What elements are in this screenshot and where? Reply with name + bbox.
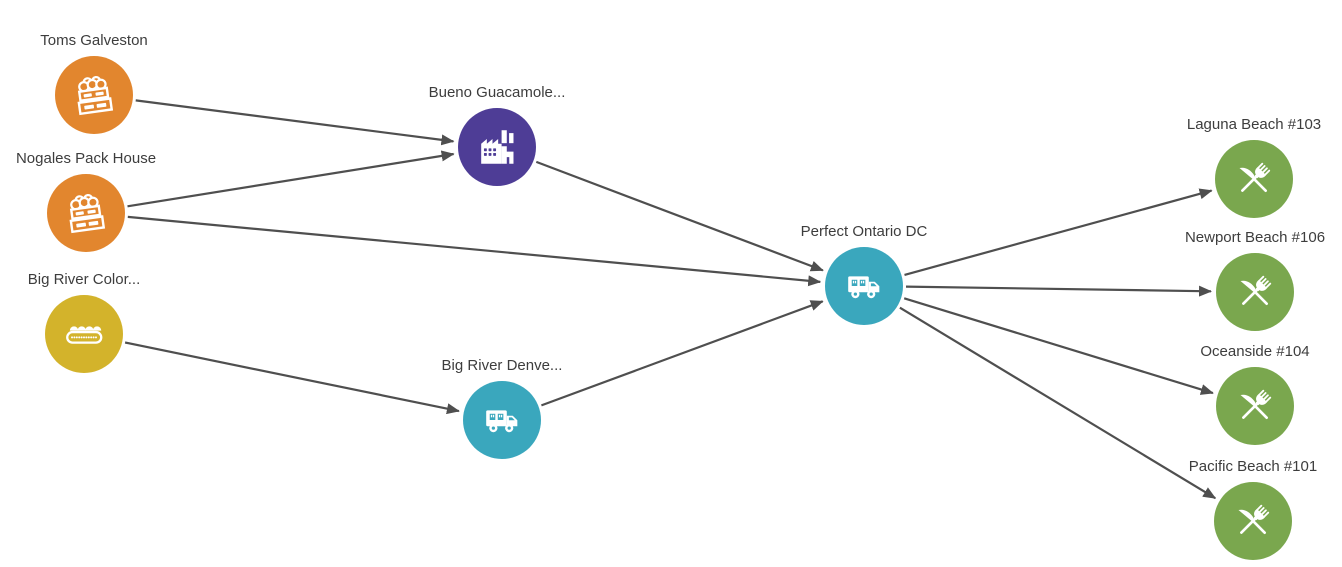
edge-nogales-pack-house-to-bueno-guacamole (127, 150, 455, 208)
conveyor-icon (61, 311, 107, 357)
restaurant-icon (1232, 383, 1278, 429)
edge-toms-galveston-to-bueno-guacamole (135, 99, 455, 146)
node-circle-big-river-color[interactable] (45, 295, 123, 373)
edge-perfect-ontario-dc-to-laguna-beach-103 (904, 188, 1213, 276)
node-label-laguna-beach-103: Laguna Beach #103 (1186, 116, 1322, 133)
node-circle-toms-galveston[interactable] (55, 56, 133, 134)
node-label-nogales-pack-house: Nogales Pack House (15, 150, 157, 167)
truck-icon (479, 397, 525, 443)
node-circle-newport-beach-106[interactable] (1216, 253, 1294, 331)
edge-big-river-denver-to-perfect-ontario-dc (541, 300, 824, 407)
edge-perfect-ontario-dc-to-pacific-beach-101 (899, 306, 1217, 500)
node-label-newport-beach-106: Newport Beach #106 (1184, 229, 1326, 246)
factory-icon (474, 124, 520, 170)
edge-perfect-ontario-dc-to-newport-beach-106 (905, 285, 1212, 297)
edge-perfect-ontario-dc-to-oceanside-104 (903, 297, 1214, 395)
node-big-river-color: Big River Color... (28, 271, 140, 373)
node-newport-beach-106: Newport Beach #106 (1185, 229, 1325, 331)
produce-crate-icon (71, 72, 117, 118)
node-laguna-beach-103: Laguna Beach #103 (1187, 116, 1321, 218)
node-circle-laguna-beach-103[interactable] (1215, 140, 1293, 218)
node-label-pacific-beach-101: Pacific Beach #101 (1188, 458, 1318, 475)
node-bueno-guacamole: Bueno Guacamole... (429, 84, 565, 186)
node-circle-oceanside-104[interactable] (1216, 367, 1294, 445)
restaurant-icon (1230, 498, 1276, 544)
node-circle-pacific-beach-101[interactable] (1214, 482, 1292, 560)
node-nogales-pack-house: Nogales Pack House (16, 150, 156, 252)
node-circle-perfect-ontario-dc[interactable] (825, 247, 903, 325)
node-label-big-river-color: Big River Color... (27, 271, 141, 288)
produce-crate-icon (63, 190, 109, 236)
restaurant-icon (1231, 156, 1277, 202)
node-toms-galveston: Toms Galveston (40, 32, 148, 134)
node-circle-big-river-denver[interactable] (463, 381, 541, 459)
edge-bueno-guacamole-to-perfect-ontario-dc (535, 160, 824, 272)
edge-nogales-pack-house-to-perfect-ontario-dc (127, 215, 822, 287)
node-label-big-river-denver: Big River Denve... (441, 357, 563, 374)
node-label-oceanside-104: Oceanside #104 (1200, 343, 1310, 360)
node-big-river-denver: Big River Denve... (442, 357, 562, 459)
edge-big-river-color-to-big-river-denver (124, 341, 460, 415)
restaurant-icon (1232, 269, 1278, 315)
node-label-perfect-ontario-dc: Perfect Ontario DC (800, 223, 928, 240)
node-label-toms-galveston: Toms Galveston (40, 32, 148, 49)
node-circle-nogales-pack-house[interactable] (47, 174, 125, 252)
node-pacific-beach-101: Pacific Beach #101 (1189, 458, 1317, 560)
node-perfect-ontario-dc: Perfect Ontario DC (801, 223, 927, 325)
truck-icon (841, 263, 887, 309)
node-label-bueno-guacamole: Bueno Guacamole... (428, 84, 566, 101)
node-circle-bueno-guacamole[interactable] (458, 108, 536, 186)
node-oceanside-104: Oceanside #104 (1200, 343, 1310, 445)
